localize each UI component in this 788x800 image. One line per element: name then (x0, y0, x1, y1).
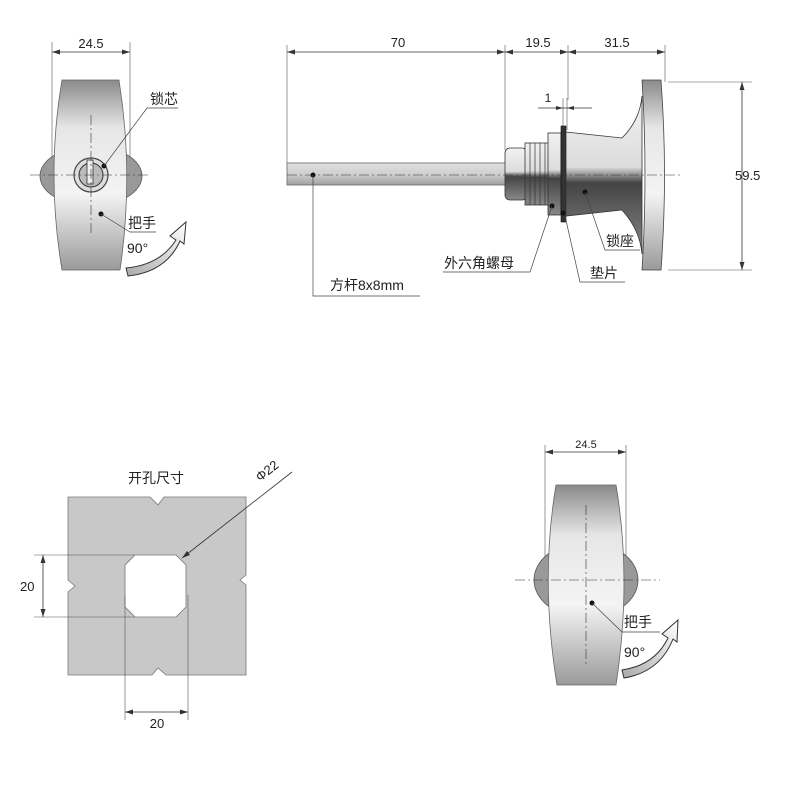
back-view: 24.5 把手 90° (515, 439, 679, 686)
rotation-arrow-icon (125, 220, 187, 277)
front-view: 24.5 锁芯 把手 90° (30, 36, 187, 277)
hex-nut (547, 132, 562, 216)
cutout-dim-width: 20 (150, 716, 164, 731)
dim-height: 59.5 (735, 168, 760, 183)
label-handle: 把手 (128, 215, 156, 231)
label-lock-cylinder: 锁芯 (150, 91, 178, 107)
label-square-shaft: 方杆8x8mm (330, 277, 404, 293)
cam-end (504, 147, 528, 201)
dim-washer: 1 (545, 91, 552, 105)
front-width-dim: 24.5 (78, 36, 103, 51)
dim-handle-length: 31.5 (604, 35, 629, 50)
cutout-diameter: Φ22 (253, 457, 282, 484)
square-shaft (286, 162, 513, 186)
label-hex-nut: 外六角螺母 (444, 255, 514, 271)
label-washer: 垫片 (590, 265, 618, 281)
cutout-hole (124, 554, 187, 618)
back-label-handle: 把手 (624, 614, 652, 630)
thread (524, 142, 552, 206)
dim-nut-length: 19.5 (525, 35, 550, 50)
back-rotation-angle: 90° (624, 644, 645, 660)
label-lock-seat: 锁座 (606, 233, 634, 249)
lock-seat (565, 95, 643, 255)
cutout-view: 20 20 开孔尺寸 Φ22 (20, 457, 293, 731)
side-view: 70 19.5 31.5 1 59.5 方杆8x8mm (286, 35, 760, 297)
cutout-dim-height: 20 (20, 579, 34, 594)
washer (560, 125, 567, 223)
rotation-angle: 90° (127, 240, 148, 256)
back-width-dim: 24.5 (575, 439, 596, 451)
back-rotation-arrow-icon (621, 618, 679, 679)
dim-shaft-length: 70 (391, 35, 405, 50)
cutout-title: 开孔尺寸 (128, 470, 184, 486)
